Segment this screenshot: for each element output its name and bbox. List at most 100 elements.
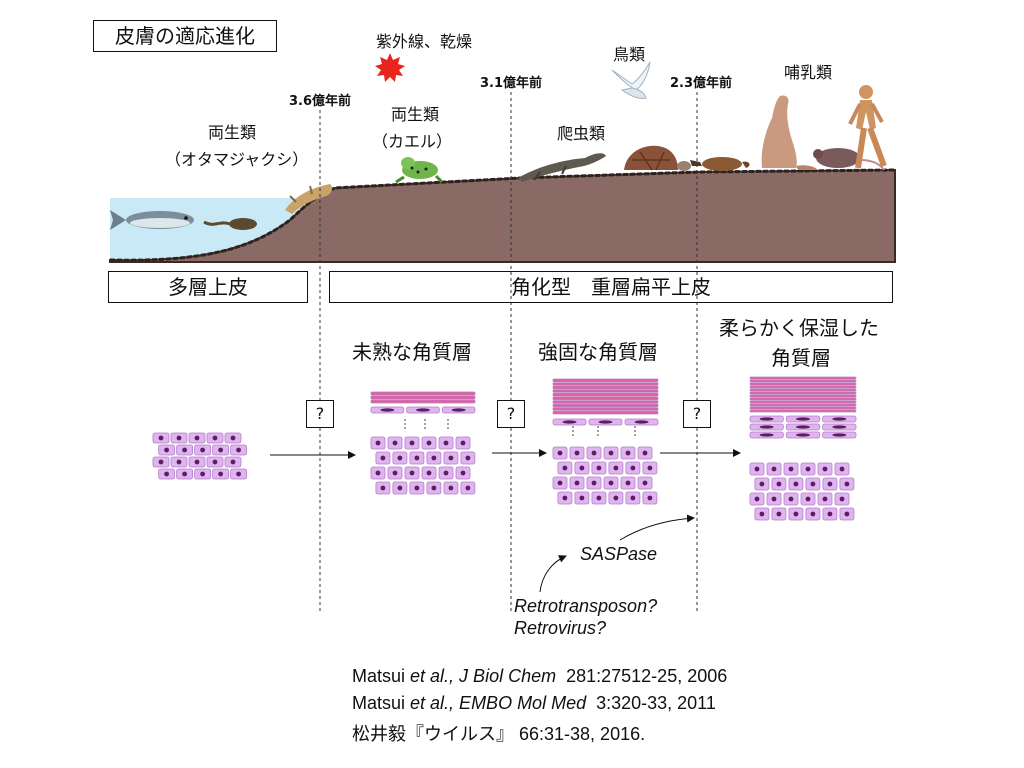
- keratin-layer: [749, 406, 857, 410]
- question-box-2: ?: [497, 400, 525, 428]
- cell-nucleus: [218, 447, 224, 453]
- flattened-nucleus: [796, 417, 810, 421]
- group-reptile: 爬虫類: [557, 124, 606, 143]
- cell-nucleus: [200, 471, 206, 477]
- cell-nucleus: [375, 470, 381, 476]
- cell-nucleus: [443, 470, 449, 476]
- era-label-3: 2.3億年前: [670, 76, 733, 91]
- cell-nucleus: [776, 511, 782, 517]
- reference-1-detail: 281:27512-25, 2006: [556, 666, 728, 686]
- cell-nucleus: [230, 435, 236, 441]
- cell-nucleus: [625, 480, 631, 486]
- cell-nucleus: [448, 485, 454, 491]
- stratum-robust: 強固な角質層: [538, 340, 658, 364]
- cell-nucleus: [562, 495, 568, 501]
- curve-arrow-origin: [539, 555, 567, 593]
- cell-nucleus: [771, 466, 777, 472]
- group-mammal: 哺乳類: [784, 63, 833, 82]
- reference-3-text: 松井毅『ウイルス』 66:31-38, 2016.: [352, 724, 646, 744]
- cell-nucleus: [771, 496, 777, 502]
- cell-nucleus: [805, 496, 811, 502]
- reference-2-author: Matsui: [352, 693, 411, 713]
- keratin-layer: [370, 395, 476, 400]
- cell-nucleus: [608, 450, 614, 456]
- keratin-layer: [370, 399, 476, 404]
- stratum-soft-line1: 柔らかく保湿した: [719, 316, 879, 340]
- cell-nucleus: [164, 471, 170, 477]
- cell-nucleus: [194, 435, 200, 441]
- flattened-nucleus: [634, 420, 649, 424]
- reference-1-journal: et al., J Biol Chem: [410, 666, 557, 686]
- platypus-icon: [690, 157, 750, 171]
- cell-nucleus: [754, 496, 760, 502]
- cell-nucleus: [392, 470, 398, 476]
- early-amphibian-icon: [285, 184, 333, 214]
- cell-nucleus: [397, 455, 403, 461]
- fish-icon: [110, 210, 194, 230]
- keratin-layer: [749, 388, 857, 392]
- keratin-layer: [552, 403, 659, 408]
- cell-nucleus: [230, 459, 236, 465]
- epidermis-cells: [152, 376, 857, 521]
- band-keratinized: 角化型 重層扁平上皮: [329, 271, 893, 303]
- cell-nucleus: [759, 481, 765, 487]
- rat-icon: [813, 148, 885, 171]
- cell-nucleus: [426, 440, 432, 446]
- sun-icon: [375, 53, 405, 82]
- reference-2: Matsui et al., EMBO Mol Med 3:320-33, 20…: [352, 693, 716, 714]
- land-edge: [109, 168, 896, 262]
- cell-nucleus: [608, 480, 614, 486]
- slide-title: 皮膚の適応進化: [93, 20, 277, 52]
- reference-3: 松井毅『ウイルス』 66:31-38, 2016.: [352, 720, 645, 746]
- keratin-layer: [552, 378, 659, 382]
- cell-nucleus: [182, 471, 188, 477]
- era-label-2: 3.1億年前: [480, 76, 543, 91]
- cell-nucleus: [414, 455, 420, 461]
- keratin-layer: [552, 385, 659, 390]
- cell-nucleus: [414, 485, 420, 491]
- reference-2-detail: 3:320-33, 2011: [586, 693, 716, 713]
- hazard-label: 紫外線、乾燥: [376, 32, 473, 51]
- era-label-1: 3.6億年前: [289, 94, 352, 109]
- cell-nucleus: [579, 465, 585, 471]
- band-multilayer: 多層上皮: [108, 271, 308, 303]
- cell-nucleus: [579, 495, 585, 501]
- cell-nucleus: [557, 450, 563, 456]
- cell-nucleus: [375, 440, 381, 446]
- cell-nucleus: [630, 465, 636, 471]
- flattened-nucleus: [451, 408, 466, 412]
- keratin-layer: [749, 385, 857, 389]
- bird-icon: [611, 61, 651, 99]
- cell-nucleus: [194, 459, 200, 465]
- cell-nucleus: [827, 481, 833, 487]
- stratum-immature: 未熟な角質層: [352, 340, 472, 364]
- origin-line1: Retrotransposon?: [514, 596, 658, 616]
- cell-nucleus: [164, 447, 170, 453]
- keratin-layer: [749, 379, 857, 383]
- flattened-nucleus: [796, 433, 810, 437]
- keratin-layer: [552, 396, 659, 400]
- cell-nucleus: [642, 480, 648, 486]
- flattened-nucleus: [832, 417, 847, 421]
- cell-nucleus: [557, 480, 563, 486]
- cell-nucleus: [380, 485, 386, 491]
- cell-nucleus: [827, 511, 833, 517]
- cell-nucleus: [596, 495, 602, 501]
- cell-nucleus: [431, 455, 437, 461]
- cell-nucleus: [574, 480, 580, 486]
- cell-nucleus: [596, 465, 602, 471]
- keratin-layer: [552, 400, 659, 404]
- cell-nucleus: [788, 496, 794, 502]
- cell-nucleus: [613, 495, 619, 501]
- cell-nucleus: [822, 496, 828, 502]
- cell-nucleus: [158, 435, 164, 441]
- cell-nucleus: [788, 466, 794, 472]
- saspase-label: SASPase: [580, 544, 658, 564]
- cell-nucleus: [844, 511, 850, 517]
- cell-nucleus: [839, 466, 845, 472]
- keratin-layer: [749, 400, 857, 404]
- keratin-layer: [749, 409, 857, 413]
- reference-1-author: Matsui: [352, 666, 411, 686]
- keratin-layer: [552, 407, 659, 411]
- cell-nucleus: [176, 435, 182, 441]
